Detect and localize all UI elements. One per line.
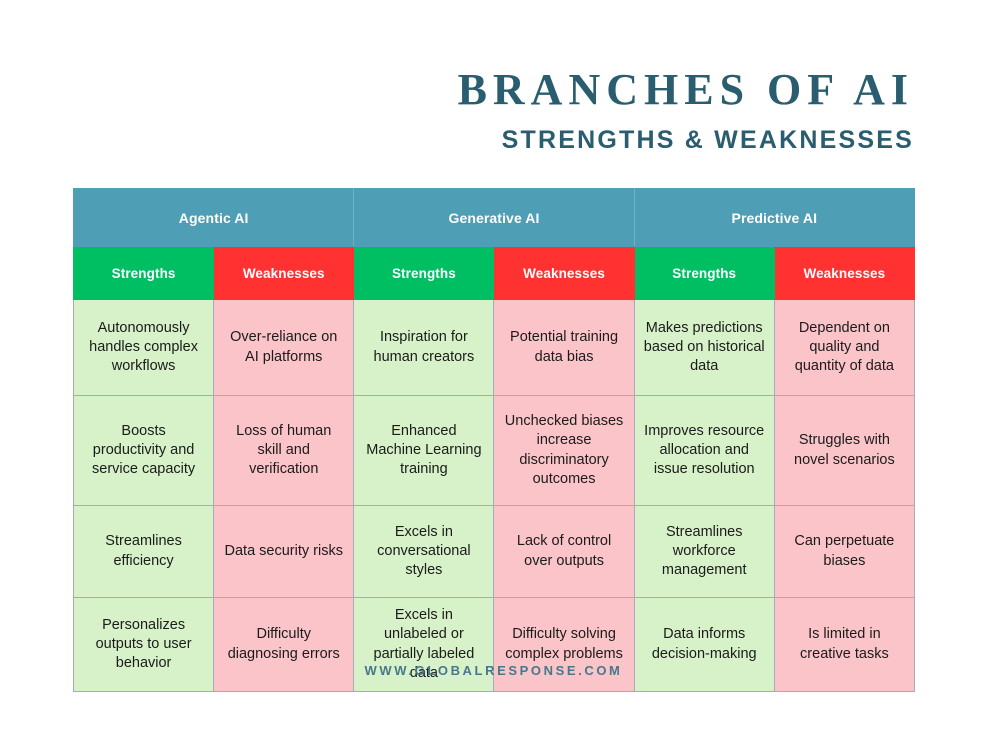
cell-r2-c3: Enhanced Machine Learning training [353, 395, 495, 506]
cell-r1-c2: Over-reliance on AI platforms [213, 299, 355, 396]
cell-r2-c2: Loss of human skill and verification [213, 395, 355, 506]
table-row: Personalizes outputs to user behavior Di… [72, 597, 915, 692]
subheader-predictive-strengths: Strengths [633, 246, 775, 300]
group-header-agentic-ai: Agentic AI [72, 188, 355, 247]
comparison-table-container: Agentic AI Generative AI Predictive AI S… [72, 188, 915, 692]
cell-r1-c3: Inspiration for human creators [353, 299, 495, 396]
cell-r2-c5: Improves resource allocation and issue r… [633, 395, 775, 506]
subheader-predictive-weaknesses: Weaknesses [773, 246, 915, 300]
title-block: BRANCHES OF AI STRENGTHS & WEAKNESSES [457, 65, 914, 155]
cell-r1-c4: Potential training data bias [493, 299, 635, 396]
cell-r4-c6: Is limited in creative tasks [773, 597, 915, 692]
cell-r1-c5: Makes predictions based on historical da… [633, 299, 775, 396]
group-header-row: Agentic AI Generative AI Predictive AI [72, 188, 915, 247]
table-row: Autonomously handles complex workflows O… [72, 299, 915, 396]
cell-r3-c5: Streamlines workforce management [633, 505, 775, 598]
cell-r4-c4: Difficulty solving complex problems [493, 597, 635, 692]
footer-url: WWW.GLOBALRESPONSE.COM [364, 663, 623, 678]
cell-r1-c1: Autonomously handles complex workflows [72, 299, 215, 396]
cell-r1-c6: Dependent on quality and quantity of dat… [773, 299, 915, 396]
subheader-agentic-strengths: Strengths [72, 246, 215, 300]
table-row: Streamlines efficiency Data security ris… [72, 505, 915, 598]
cell-r4-c2: Difficulty diagnosing errors [213, 597, 355, 692]
cell-r2-c6: Struggles with novel scenarios [773, 395, 915, 506]
subheader-row: Strengths Weaknesses Strengths Weaknesse… [72, 246, 915, 300]
page-title: BRANCHES OF AI [457, 65, 914, 114]
page-subtitle: STRENGTHS & WEAKNESSES [501, 126, 914, 155]
cell-r3-c6: Can perpetuate biases [773, 505, 915, 598]
table-header: Agentic AI Generative AI Predictive AI S… [72, 188, 915, 300]
branches-of-ai-table: Agentic AI Generative AI Predictive AI S… [72, 188, 915, 692]
cell-r2-c1: Boosts productivity and service capacity [72, 395, 215, 506]
group-header-predictive-ai: Predictive AI [633, 188, 915, 247]
subheader-agentic-weaknesses: Weaknesses [213, 246, 355, 300]
cell-r3-c4: Lack of control over outputs [493, 505, 635, 598]
cell-r4-c1: Personalizes outputs to user behavior [72, 597, 215, 692]
subheader-generative-strengths: Strengths [353, 246, 495, 300]
cell-r4-c3: Excels in unlabeled or partially labeled… [353, 597, 495, 692]
group-header-generative-ai: Generative AI [353, 188, 635, 247]
cell-r4-c5: Data informs decision-making [633, 597, 775, 692]
table-body: Autonomously handles complex workflows O… [72, 299, 915, 692]
cell-r3-c1: Streamlines efficiency [72, 505, 215, 598]
cell-r3-c2: Data security risks [213, 505, 355, 598]
cell-r3-c3: Excels in conversational styles [353, 505, 495, 598]
subheader-generative-weaknesses: Weaknesses [493, 246, 635, 300]
table-row: Boosts productivity and service capacity… [72, 395, 915, 506]
cell-r2-c4: Unchecked biases increase discriminatory… [493, 395, 635, 506]
